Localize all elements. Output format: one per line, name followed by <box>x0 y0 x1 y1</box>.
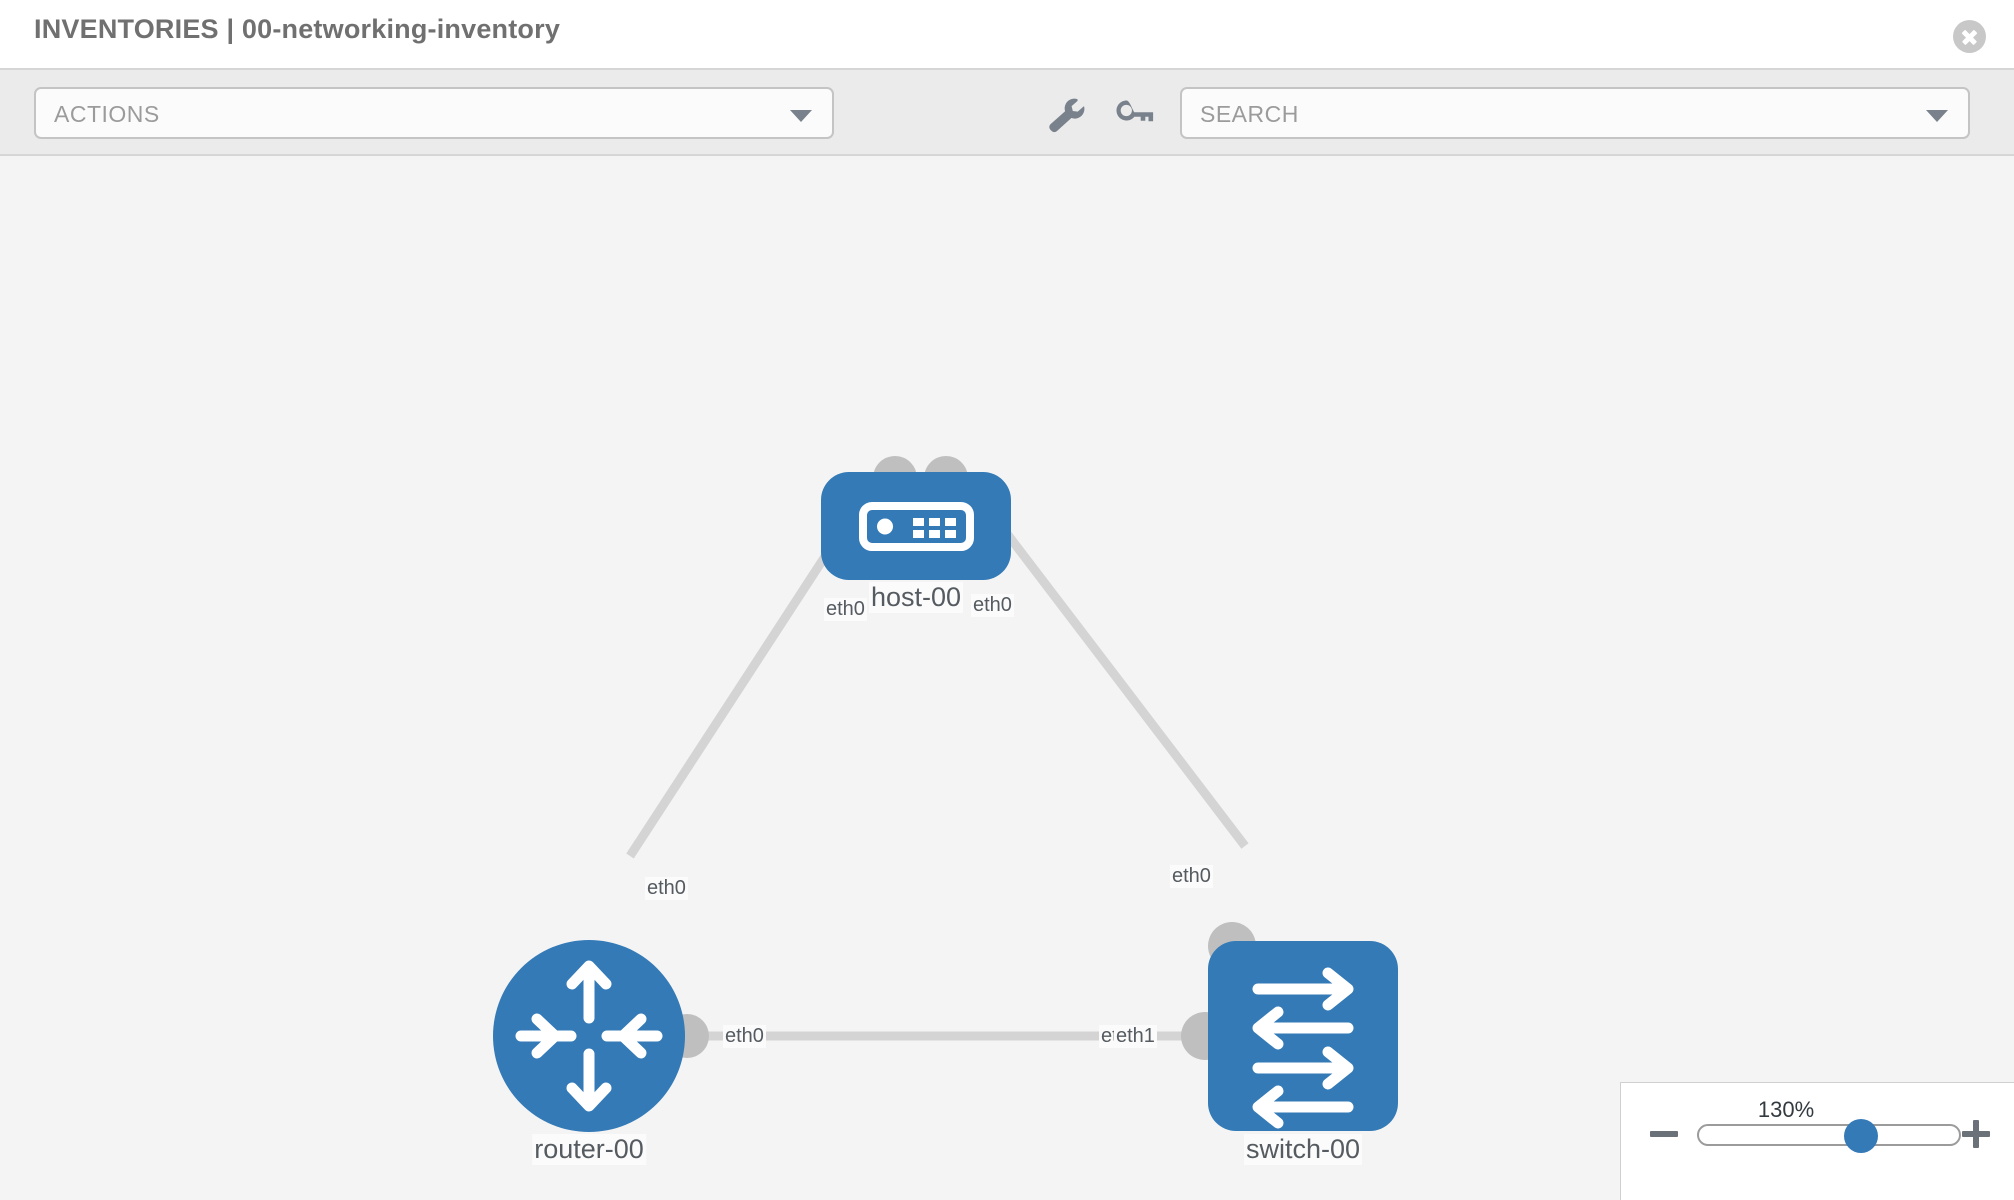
node-host-00 <box>821 472 1011 580</box>
chevron-down-icon <box>1926 110 1948 122</box>
zoom-in-button[interactable] <box>1961 1119 1991 1149</box>
zoom-control-panel: 130% <box>1620 1082 2014 1200</box>
interface-label-host-eth0-left: eth0 <box>824 598 867 621</box>
key-icon[interactable] <box>1112 96 1154 136</box>
node-router-00 <box>493 940 685 1132</box>
interface-label-switch-eth1: eth1 <box>1114 1025 1157 1048</box>
switch-arrows-icon <box>1252 967 1354 1129</box>
close-icon[interactable] <box>1953 20 1986 53</box>
interface-label-switch-eth0-uplink: eth0 <box>1170 865 1213 888</box>
interface-label-router-eth0-uplink: eth0 <box>645 877 688 900</box>
actions-dropdown[interactable]: ACTIONS <box>34 87 834 139</box>
topology-graph <box>493 456 1398 1132</box>
router-arrows-icon <box>515 960 663 1112</box>
interface-label-host-eth0-right: eth0 <box>971 594 1014 617</box>
actions-dropdown-label: ACTIONS <box>54 101 160 127</box>
node-label-router-00: router-00 <box>532 1134 646 1165</box>
zoom-out-button[interactable] <box>1649 1119 1679 1149</box>
toolbar: ACTIONS SEARCH <box>0 68 2014 156</box>
topology-canvas[interactable]: host-00 router-00 switch-00 eth0 eth0 et… <box>0 156 2014 1200</box>
node-label-switch-00: switch-00 <box>1243 1134 1363 1165</box>
node-label-host-00: host-00 <box>868 582 964 613</box>
node-switch-00 <box>1208 941 1398 1131</box>
page-title: INVENTORIES | 00-networking-inventory <box>34 14 561 44</box>
page-header: INVENTORIES | 00-networking-inventory <box>0 0 2014 68</box>
search-input[interactable]: SEARCH <box>1180 87 1970 139</box>
zoom-level-value: 130% <box>1757 1097 1815 1122</box>
server-icon <box>859 502 974 551</box>
zoom-slider-thumb[interactable] <box>1843 1119 1878 1153</box>
search-placeholder: SEARCH <box>1200 101 1299 127</box>
chevron-down-icon <box>790 110 812 122</box>
interface-label-router-eth0: eth0 <box>723 1025 766 1048</box>
zoom-slider[interactable] <box>1697 1119 1961 1153</box>
wrench-icon[interactable] <box>1044 96 1086 136</box>
